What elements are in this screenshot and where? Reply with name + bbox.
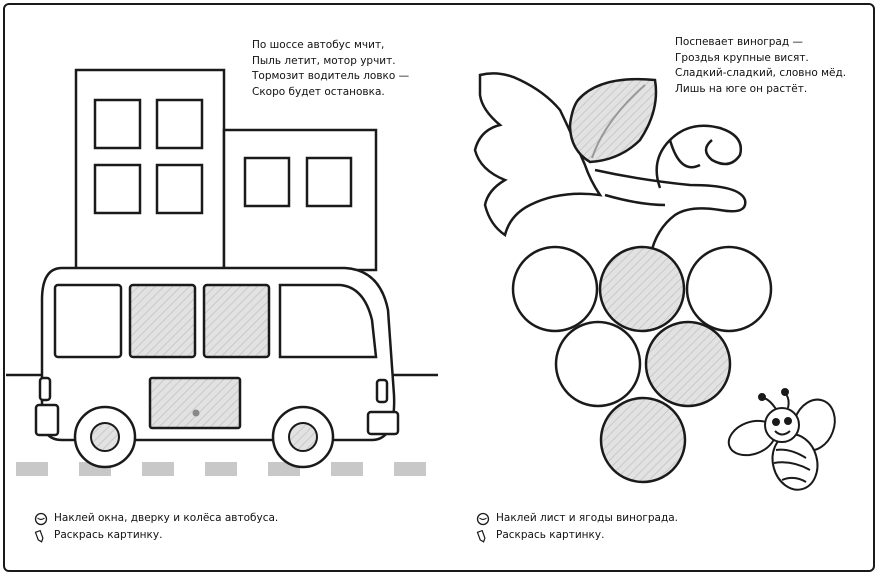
sticker-instruction: Наклей окна, дверку и колёса автобуса.: [54, 512, 279, 524]
bee: [727, 388, 836, 491]
pencil-icon: [476, 529, 486, 543]
poem-line: Пыль летит, мотор урчит.: [252, 54, 396, 67]
poem-line: Сладкий-сладкий, словно мёд.: [675, 67, 847, 79]
bus-rear-bumper: [366, 410, 400, 436]
poem-line: По шоссе автобус мчит,: [252, 39, 385, 51]
grape-vine-and-leaf: [473, 72, 747, 259]
grape-bunch: [511, 245, 773, 484]
color-instruction: Раскрась картинку.: [496, 529, 605, 541]
road-dashes: [16, 462, 426, 476]
bus-front-bumper: [34, 403, 60, 437]
bus-window-sticker: [202, 283, 271, 359]
sticker-peel-icon: [476, 512, 490, 525]
building-windows: [93, 98, 353, 215]
bus-door-sticker: [148, 376, 242, 430]
bus-rear-window: [278, 283, 378, 359]
sticker-instruction: Наклей лист и ягоды винограда.: [496, 512, 679, 524]
color-instruction: Раскрась картинку.: [54, 529, 163, 541]
sticker-peel-icon: [34, 512, 48, 525]
page-frame: [3, 3, 875, 572]
bus-poem: По шоссе автобус мчит, Пыль летит, мотор…: [252, 38, 409, 100]
bus: [34, 266, 400, 469]
poem-line: Тормозит водитель ловко —: [252, 70, 410, 82]
poem-line: Поспевает виноград —: [675, 36, 803, 48]
grape-instructions: Наклей лист и ягоды винограда. Раскрась …: [476, 510, 678, 544]
bus-instructions: Наклей окна, дверку и колёса автобуса. Р…: [34, 510, 278, 544]
bus-window-sticker: [128, 283, 197, 359]
bus-front-window: [53, 283, 123, 359]
grape-poem: Поспевает виноград — Гроздья крупные вис…: [675, 35, 846, 97]
poem-line: Лишь на юге он растёт.: [675, 82, 808, 95]
pencil-icon: [34, 529, 44, 543]
poem-line: Скоро будет остановка.: [252, 85, 385, 98]
poem-line: Гроздья крупные висят.: [675, 51, 809, 64]
